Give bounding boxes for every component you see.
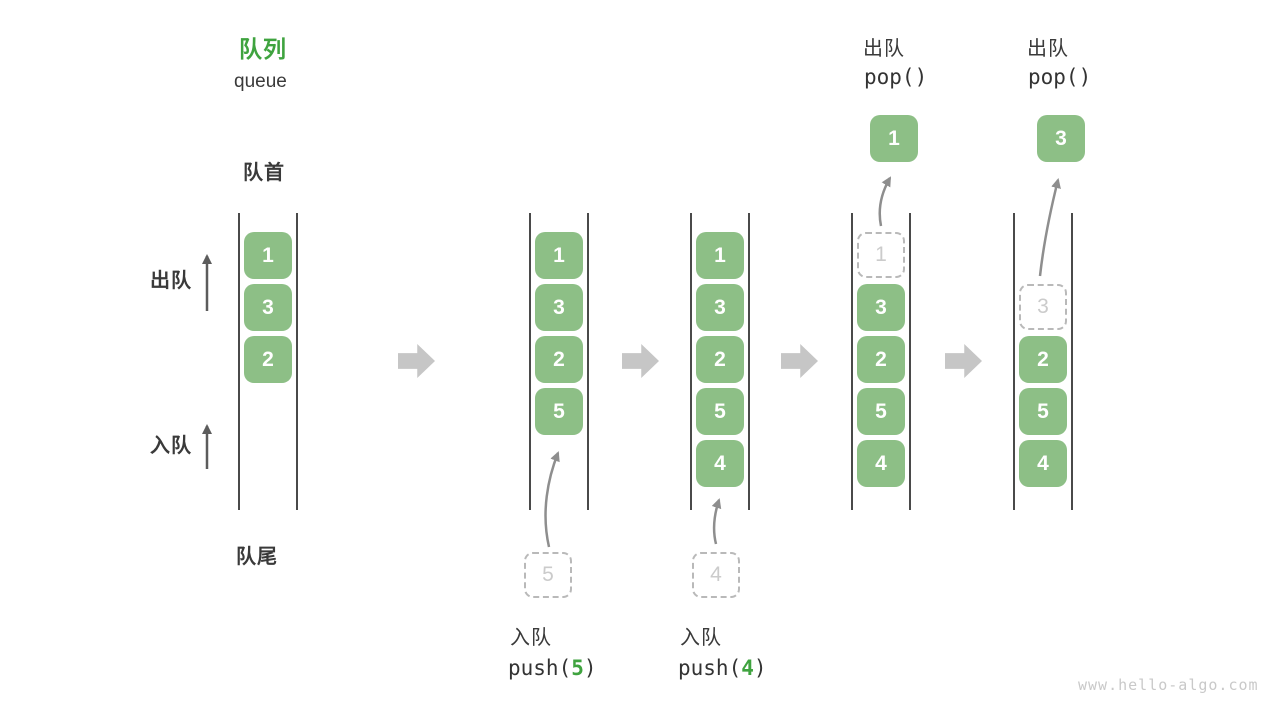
column-wall (529, 213, 531, 510)
push-op-code: push(5) (508, 656, 597, 680)
diagram-title-zh: 队列 (239, 36, 287, 62)
queue-item: 5 (535, 388, 583, 435)
queue-item: 1 (244, 232, 292, 279)
push-arrow-icon (711, 498, 722, 545)
step-arrow-icon (398, 344, 435, 378)
queue-item: 1 (696, 232, 744, 279)
watermark: www.hello-algo.com (1078, 676, 1259, 694)
pop-arrow-icon (1038, 178, 1061, 277)
push-code-prefix: push( (678, 656, 742, 680)
push-code-suffix: ) (753, 656, 767, 680)
pop-arrow-icon (878, 176, 892, 227)
queue-item: 1 (535, 232, 583, 279)
column-wall (690, 213, 692, 510)
queue-item: 2 (696, 336, 744, 383)
queue-item: 4 (1019, 440, 1067, 487)
removed-item-slot: 3 (1019, 284, 1067, 330)
push-code-prefix: push( (508, 656, 572, 680)
queue-item: 4 (857, 440, 905, 487)
queue-item: 2 (244, 336, 292, 383)
queue-front-label: 队首 (243, 162, 285, 184)
push-code-arg: 5 (571, 656, 584, 680)
queue-item: 3 (244, 284, 292, 331)
step-arrow-icon (781, 344, 818, 378)
queue-item: 3 (696, 284, 744, 331)
queue-item: 2 (535, 336, 583, 383)
queue-rear-label: 队尾 (236, 546, 278, 568)
queue-item: 2 (1019, 336, 1067, 383)
queue-item: 5 (1019, 388, 1067, 435)
push-op-label: 入队 (680, 627, 722, 649)
popped-item: 3 (1037, 115, 1085, 162)
push-op-code: push(4) (678, 656, 767, 680)
pop-op-code: pop() (1028, 65, 1092, 89)
dequeue-side-label: 出队 (150, 270, 192, 292)
column-wall (748, 213, 750, 510)
pending-enqueue-item: 5 (524, 552, 572, 598)
column-wall (1071, 213, 1073, 510)
column-wall (1013, 213, 1015, 510)
column-wall (909, 213, 911, 510)
step-arrow-icon (945, 344, 982, 378)
pop-op-label: 出队 (1027, 38, 1069, 60)
queue-item: 4 (696, 440, 744, 487)
pending-enqueue-item: 4 (692, 552, 740, 598)
queue-item: 2 (857, 336, 905, 383)
diagram-title-en: queue (234, 71, 287, 92)
popped-item: 1 (870, 115, 918, 162)
pop-op-code: pop() (864, 65, 928, 89)
column-wall (851, 213, 853, 510)
push-arrow-icon (544, 451, 560, 548)
push-op-label: 入队 (510, 627, 552, 649)
pop-op-label: 出队 (863, 38, 905, 60)
queue-item: 3 (857, 284, 905, 331)
removed-item-slot: 1 (857, 232, 905, 278)
queue-item: 3 (535, 284, 583, 331)
queue-item: 5 (857, 388, 905, 435)
column-wall (587, 213, 589, 510)
push-code-arg: 4 (741, 656, 754, 680)
enqueue-side-label: 入队 (150, 435, 192, 457)
queue-item: 5 (696, 388, 744, 435)
column-wall (296, 213, 298, 510)
push-code-suffix: ) (583, 656, 597, 680)
column-wall (238, 213, 240, 510)
step-arrow-icon (622, 344, 659, 378)
